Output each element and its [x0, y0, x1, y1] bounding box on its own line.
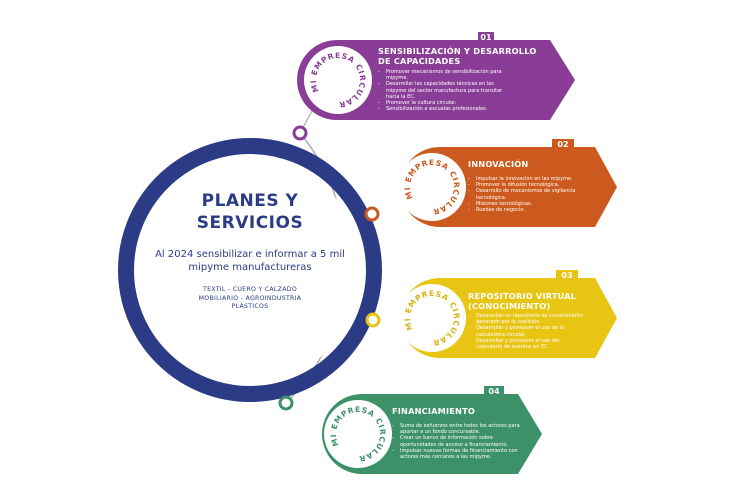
- card-03-list: Desarrollar un repositorio de conocimien…: [468, 313, 583, 350]
- center-sectors: TEXTIL - CUERO Y CALZADO MOBILIARIO - AG…: [155, 286, 345, 312]
- sectors-line: MOBILIARIO - AGROINDUSTRIA: [198, 294, 302, 302]
- list-item: Promover la cultura circular.: [378, 100, 513, 106]
- list-item: Desarrollar y promover el uso del calend…: [468, 338, 583, 350]
- card-03-number: 03: [561, 271, 573, 280]
- node-ring-01: [292, 125, 308, 141]
- list-item: Promover mecanismos de sensibilización p…: [378, 69, 513, 81]
- list-item: Impulsar nuevas formas de financiamiento…: [392, 448, 522, 460]
- card-01-number: 01: [480, 33, 492, 42]
- card-04-number: 04: [488, 387, 500, 396]
- center-goal: Al 2024 sensibilizar e informar a 5 mil …: [155, 249, 345, 273]
- node-ring-02: [364, 206, 380, 222]
- list-item: Desarrollar las capacidades técnicas en …: [378, 81, 513, 100]
- node-ring-03: [365, 312, 381, 328]
- center-content: PLANES Y SERVICIOS Al 2024 sensibilizar …: [155, 190, 345, 312]
- list-item: Promover la difusión tecnológica.: [468, 182, 588, 188]
- card-01-list: Promover mecanismos de sensibilización p…: [378, 69, 513, 113]
- card-01-title: SENSIBILIZACIÓN Y DESARROLLO DE CAPACIDA…: [378, 46, 537, 66]
- list-item: Desarrollo de mecanismos de vigilancia t…: [468, 188, 588, 200]
- list-item: Suma de esfuerzos entre todos los actore…: [392, 423, 522, 435]
- card-03-title: REPOSITORIO VIRTUAL (CONOCIMIENTO): [468, 291, 577, 311]
- node-ring-04: [278, 395, 294, 411]
- list-item: Desarrollar y promover el uso de la calc…: [468, 325, 583, 337]
- list-item: Impulsar la innovación en las mipyme.: [468, 176, 588, 182]
- center-title: PLANES Y SERVICIOS: [196, 191, 304, 233]
- center-disc: [138, 158, 362, 382]
- list-item: Sensibilización a escuelas profesionales…: [378, 106, 513, 112]
- card-04-title: FINANCIAMIENTO: [392, 406, 476, 416]
- sectors-line: TEXTIL - CUERO Y CALZADO: [203, 286, 297, 293]
- card-02-title: INNOVACIÓN: [468, 159, 529, 169]
- list-item: Ruedas de negocio.: [468, 207, 588, 213]
- list-item: Crear un banco de información sobre opor…: [392, 435, 522, 447]
- list-item: Misiones tecnológicas.: [468, 201, 588, 207]
- card-02-list: Impulsar la innovación en las mipyme. Pr…: [468, 176, 588, 213]
- card-02-number: 02: [557, 140, 569, 149]
- card-04-list: Suma de esfuerzos entre todos los actore…: [392, 423, 522, 460]
- sectors-line: PLÁSTICOS: [231, 303, 269, 310]
- center-ring: [118, 138, 382, 402]
- list-item: Desarrollar un repositorio de conocimien…: [468, 313, 583, 325]
